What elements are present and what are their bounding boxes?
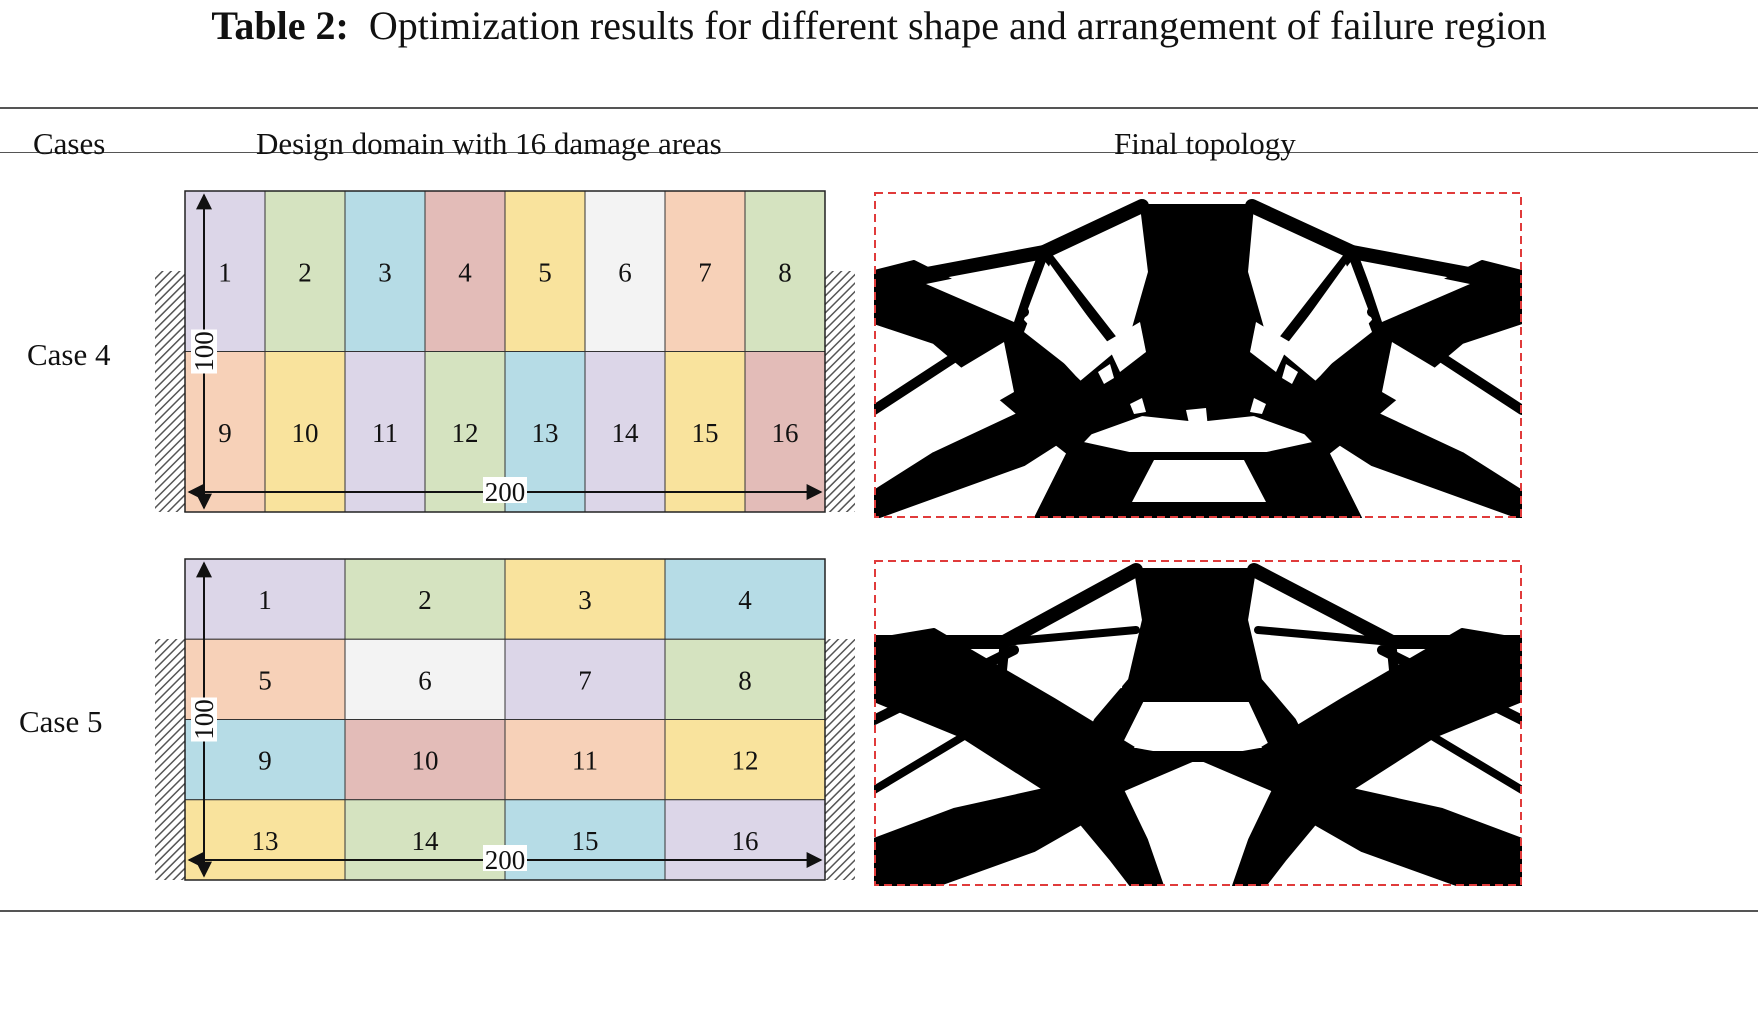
damage-area-10 bbox=[344, 719, 506, 801]
damage-area-label: 2 bbox=[418, 585, 432, 615]
damage-area-label: 3 bbox=[378, 257, 392, 287]
damage-area-label: 3 bbox=[578, 585, 592, 615]
damage-area-label: 8 bbox=[778, 257, 792, 287]
damage-area-6 bbox=[344, 638, 506, 720]
damage-area-8 bbox=[744, 190, 826, 352]
height-label-bg bbox=[191, 329, 217, 374]
damage-area-8 bbox=[664, 638, 826, 720]
domain-border bbox=[184, 558, 826, 881]
case-4-final-topology bbox=[874, 192, 1522, 518]
height-label: 100 bbox=[189, 699, 219, 740]
damage-area-12 bbox=[664, 719, 826, 801]
case-5-label: Case 5 bbox=[19, 704, 103, 739]
damage-area-label: 15 bbox=[572, 826, 599, 856]
damage-area-label: 4 bbox=[738, 585, 752, 615]
damage-area-label: 10 bbox=[292, 418, 319, 448]
damage-area-label: 12 bbox=[452, 418, 479, 448]
damage-area-7 bbox=[504, 638, 666, 720]
width-label-bg bbox=[483, 477, 527, 503]
damage-area-11 bbox=[504, 719, 666, 801]
damage-area-label: 12 bbox=[732, 746, 759, 776]
bottom-rule bbox=[0, 910, 1758, 912]
damage-area-5 bbox=[504, 190, 586, 352]
damage-area-label: 2 bbox=[298, 257, 312, 287]
damage-area-label: 7 bbox=[698, 257, 712, 287]
header-rule bbox=[0, 152, 1758, 153]
height-label: 100 bbox=[189, 331, 219, 372]
damage-area-label: 1 bbox=[258, 585, 272, 615]
caption-text: Optimization results for different shape… bbox=[368, 3, 1547, 48]
width-label: 200 bbox=[485, 845, 526, 875]
damage-area-label: 14 bbox=[612, 418, 640, 448]
damage-area-label: 7 bbox=[578, 665, 592, 695]
caption-label: Table 2: bbox=[211, 3, 349, 48]
damage-area-label: 1 bbox=[218, 257, 232, 287]
right-support bbox=[825, 271, 855, 512]
damage-area-label: 5 bbox=[538, 257, 552, 287]
damage-area-3 bbox=[344, 190, 426, 352]
damage-area-label: 13 bbox=[252, 826, 279, 856]
damage-area-label: 16 bbox=[732, 826, 759, 856]
damage-area-label: 10 bbox=[412, 746, 439, 776]
width-label-bg bbox=[483, 845, 527, 871]
case-4-label: Case 4 bbox=[27, 337, 111, 372]
damage-area-label: 6 bbox=[418, 665, 432, 695]
domain-border bbox=[184, 190, 826, 513]
damage-area-label: 6 bbox=[618, 257, 632, 287]
top-rule bbox=[0, 107, 1758, 109]
damage-area-label: 11 bbox=[572, 746, 598, 776]
damage-area-label: 9 bbox=[258, 746, 272, 776]
damage-area-label: 8 bbox=[738, 665, 752, 695]
damage-area-label: 11 bbox=[372, 418, 398, 448]
damage-area-label: 16 bbox=[772, 418, 799, 448]
width-label: 200 bbox=[485, 477, 526, 507]
damage-area-label: 5 bbox=[258, 665, 272, 695]
damage-area-label: 13 bbox=[532, 418, 559, 448]
damage-area-2 bbox=[344, 558, 506, 640]
right-support bbox=[825, 639, 855, 880]
case-5-final-topology bbox=[874, 560, 1522, 886]
header-cases: Cases bbox=[33, 126, 106, 161]
damage-area-6 bbox=[584, 190, 666, 352]
damage-area-4 bbox=[664, 558, 826, 640]
damage-area-label: 14 bbox=[412, 826, 440, 856]
table-caption: Table 2: Optimization results for differ… bbox=[0, 2, 1758, 50]
damage-area-label: 4 bbox=[458, 257, 472, 287]
left-support bbox=[155, 639, 185, 880]
header-design-domain: Design domain with 16 damage areas bbox=[256, 126, 722, 161]
header-final-topology: Final topology bbox=[1114, 126, 1296, 161]
damage-area-4 bbox=[424, 190, 506, 352]
left-support bbox=[155, 271, 185, 512]
height-label-bg bbox=[191, 697, 217, 742]
damage-area-label: 15 bbox=[692, 418, 719, 448]
damage-area-label: 9 bbox=[218, 418, 232, 448]
